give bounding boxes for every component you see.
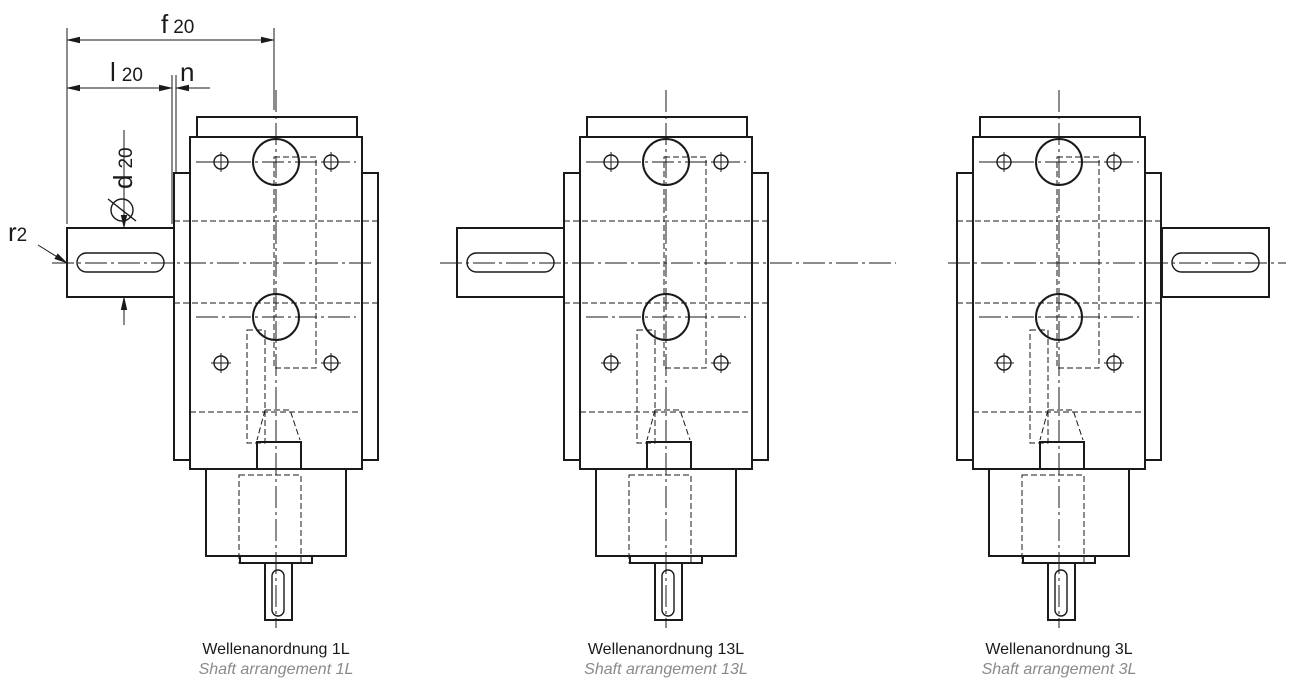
dim-d20-label: d20 <box>108 147 138 189</box>
caption-3L-de: Wellenanordnung 3L <box>985 641 1133 658</box>
caption-3L-en: Shaft arrangement 3L <box>981 661 1137 678</box>
caption-1L-en: Shaft arrangement 1L <box>198 661 354 678</box>
caption-3L: Wellenanordnung 3L Shaft arrangement 3L <box>929 640 1189 680</box>
view-1L <box>52 89 379 629</box>
view-13L <box>440 89 1270 629</box>
caption-13L: Wellenanordnung 13L Shaft arrangement 13… <box>536 640 796 680</box>
dim-r2-label: r2 <box>8 217 27 247</box>
caption-13L-en: Shaft arrangement 13L <box>584 661 748 678</box>
caption-1L: Wellenanordnung 1L Shaft arrangement 1L <box>146 640 406 680</box>
caption-13L-de: Wellenanordnung 13L <box>587 641 745 658</box>
view-3L <box>948 89 1286 629</box>
dim-n-label: n <box>180 57 194 87</box>
caption-1L-de: Wellenanordnung 1L <box>202 641 350 658</box>
